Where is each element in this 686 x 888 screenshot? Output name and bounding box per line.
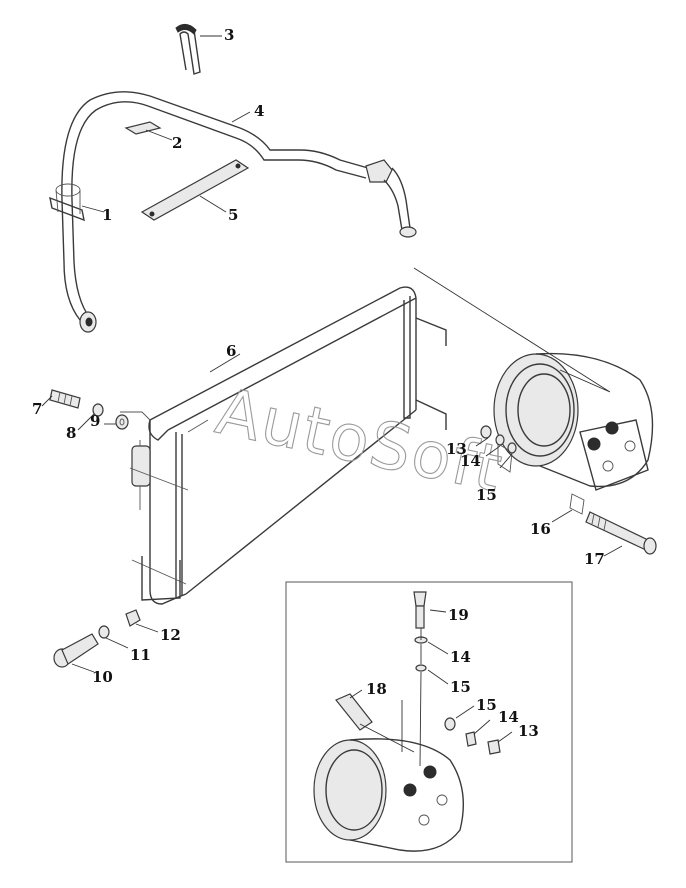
part-5-strap <box>140 159 250 221</box>
callout-2: 2 <box>172 134 182 152</box>
part-13-nut <box>480 425 492 439</box>
part-10-bolt <box>53 633 99 668</box>
callout-10: 10 <box>92 668 113 686</box>
callout-12: 12 <box>160 626 181 644</box>
part-14-washer <box>495 434 505 446</box>
part-8-washer <box>92 403 104 417</box>
callout-7: 7 <box>32 400 42 418</box>
compressor-main <box>413 267 654 515</box>
callout-5: 5 <box>228 206 238 224</box>
callout-15-inset-lower: 15 <box>476 696 497 714</box>
inset-box <box>285 581 573 863</box>
callout-16: 16 <box>530 520 551 538</box>
part-7-bolt <box>49 389 81 409</box>
callout-15: 15 <box>476 486 497 504</box>
callout-4: 4 <box>254 102 264 120</box>
part-12-nut <box>125 609 141 627</box>
part-1-clamp <box>49 183 85 222</box>
callout-13-inset: 13 <box>518 722 539 740</box>
part-9-nut <box>115 414 129 430</box>
callout-11: 11 <box>130 646 151 664</box>
part-6-condenser <box>120 286 447 605</box>
callout-13: 13 <box>446 440 467 458</box>
part-4-pipe <box>61 91 417 333</box>
leader-lines <box>41 35 623 743</box>
callout-3: 3 <box>224 26 234 44</box>
part-15-washer <box>507 442 517 454</box>
callout-17: 17 <box>584 550 605 568</box>
callout-18: 18 <box>366 680 387 698</box>
callout-1: 1 <box>102 206 112 224</box>
callout-14-inset-lower: 14 <box>498 708 519 726</box>
callout-labels: 3 4 2 1 5 6 7 8 9 10 11 12 13 14 15 16 1… <box>32 26 605 740</box>
callout-14-inset-upper: 14 <box>450 648 471 666</box>
callout-8: 8 <box>66 424 76 442</box>
part-3-bracket <box>175 24 201 75</box>
callout-15-inset-upper: 15 <box>450 678 471 696</box>
part-11-washer <box>98 625 110 639</box>
callout-9: 9 <box>90 412 100 430</box>
callout-6: 6 <box>226 342 236 360</box>
inset-compressor <box>313 591 501 852</box>
callout-19: 19 <box>448 606 469 624</box>
part-2-plate <box>124 121 162 135</box>
part-17-bolt <box>585 511 657 555</box>
callout-14: 14 <box>460 452 481 470</box>
